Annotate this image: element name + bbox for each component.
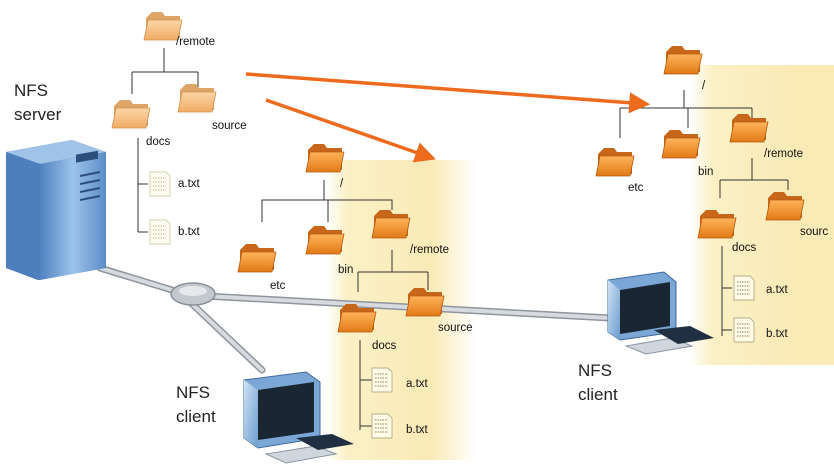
right-tree-lines — [619, 90, 789, 336]
right-tree-file-b: b.txt — [766, 328, 788, 340]
folder-icon — [237, 243, 277, 273]
file-icon — [733, 275, 755, 301]
right-tree-file-a: a.txt — [766, 284, 788, 296]
left-tree-file-a: a.txt — [406, 378, 428, 390]
server-label-line2: server — [14, 105, 62, 124]
folder-icon — [663, 45, 703, 75]
file-icon — [371, 367, 393, 393]
server-tree-file-b: b.txt — [178, 226, 200, 238]
file-icon — [371, 413, 393, 439]
left-tree-remote: /remote — [410, 244, 449, 256]
server-tree-file-a: a.txt — [178, 178, 200, 190]
folder-icon — [305, 143, 345, 173]
left-tree-root: / — [340, 178, 344, 190]
server-tree-lines — [131, 48, 199, 233]
folder-icon — [111, 99, 151, 129]
folder-icon — [177, 83, 217, 113]
folder-icon — [371, 209, 411, 239]
left-tree-docs: docs — [372, 340, 397, 352]
left-tree-lines — [261, 180, 429, 430]
file-icon — [149, 219, 171, 245]
file-icon — [733, 317, 755, 343]
right-tree-remote: /remote — [764, 148, 803, 160]
right-tree-docs: docs — [732, 242, 757, 254]
left-tree-file-b: b.txt — [406, 424, 428, 436]
right-tree-etc: etc — [628, 182, 644, 194]
folder-icon — [305, 225, 345, 255]
folder-icon — [595, 147, 635, 177]
right-tree-source: sourc — [800, 226, 829, 238]
left-tree-bin: bin — [338, 264, 354, 276]
folder-icon — [337, 303, 377, 333]
client-right-label-line2: client — [578, 385, 618, 404]
left-tree-etc: etc — [270, 280, 286, 292]
right-tree-bin: bin — [698, 166, 714, 178]
client-right-label-line1: NFS — [578, 361, 612, 380]
folder-icon — [697, 209, 737, 239]
folder-icon — [661, 129, 701, 159]
client-left-label-line1: NFS — [176, 383, 210, 402]
folder-icon — [765, 191, 805, 221]
client-left-label-line2: client — [176, 407, 216, 426]
right-tree-root: / — [702, 80, 706, 92]
server-tree-docs: docs — [146, 136, 171, 148]
left-tree-source: source — [438, 322, 473, 334]
mount-arrows — [245, 72, 651, 163]
server-label-line1: NFS — [14, 81, 48, 100]
server-tree-root: /remote — [176, 36, 215, 48]
folder-icon — [405, 287, 445, 317]
client-computer-icon — [243, 371, 354, 464]
file-icon — [149, 171, 171, 197]
client-computer-icon — [607, 271, 714, 355]
server-tree-source: source — [212, 120, 247, 132]
server-icon — [6, 140, 106, 280]
folder-icon — [729, 113, 769, 143]
